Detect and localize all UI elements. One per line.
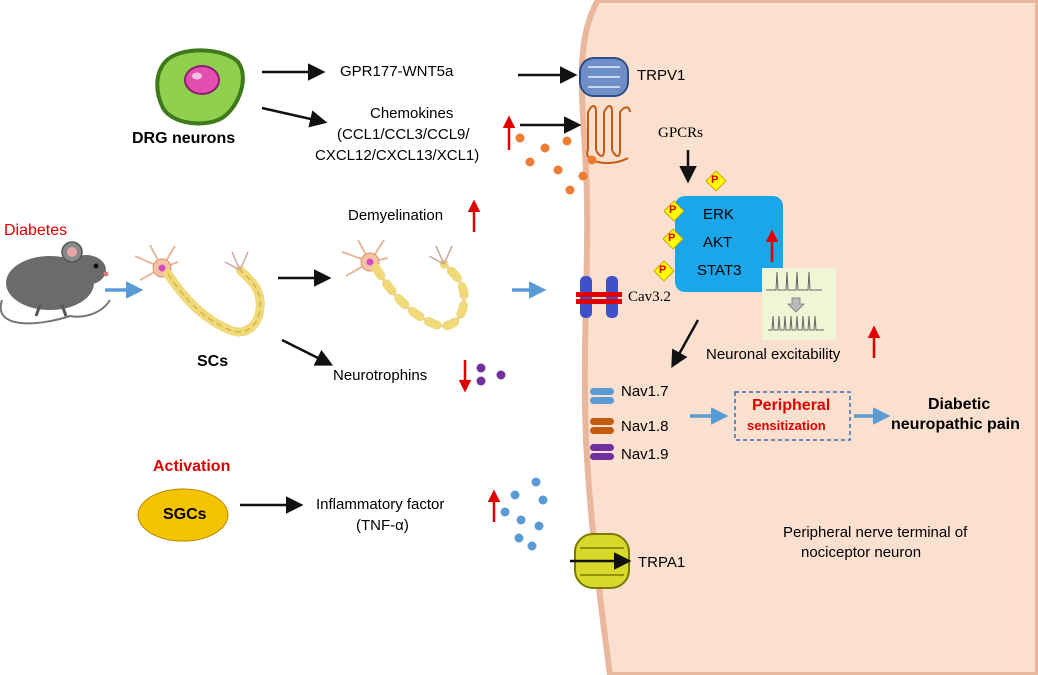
dnp-line2-label: neuropathic pain bbox=[891, 416, 1020, 433]
sensitization-label: sensitization bbox=[747, 418, 826, 433]
terminal-line2-label: nociceptor neuron bbox=[801, 544, 922, 561]
inflammatory-line1-label: Inflammatory factor bbox=[316, 496, 445, 513]
dnp-line1-label: Diabetic bbox=[928, 396, 991, 413]
neurotrophin-dots bbox=[476, 363, 506, 386]
trpa1-label: TRPA1 bbox=[638, 554, 686, 571]
phospho-tag-3: P bbox=[668, 232, 676, 244]
demyelination-label: Demyelination bbox=[348, 207, 444, 224]
mouse-icon bbox=[0, 241, 111, 325]
action-potential-trace-icon bbox=[762, 268, 836, 340]
neuronal-excitability-label: Neuronal excitability bbox=[706, 346, 841, 363]
chemokines-line1-label: (CCL1/CCL3/CCL9/ bbox=[337, 126, 470, 143]
sgcs-ellipse bbox=[137, 488, 229, 542]
arrow-scs-neurotrophins bbox=[281, 338, 334, 366]
drg-cell-icon bbox=[155, 48, 245, 126]
nav19-label: Nav1.9 bbox=[621, 446, 669, 463]
inflammatory-line2-label: (TNF-α) bbox=[356, 517, 409, 534]
gpcrs-label: GPCRs bbox=[658, 125, 704, 141]
sensitization-box bbox=[734, 391, 851, 441]
kinase-box bbox=[675, 196, 783, 292]
scs-label: SCs bbox=[197, 353, 229, 370]
diabetes-label: Diabetes bbox=[4, 222, 68, 239]
erk-label: ERK bbox=[703, 206, 734, 223]
arrow-kinase-nav bbox=[671, 319, 700, 369]
cav32-channel-icon bbox=[576, 276, 622, 318]
drg-neurons-label: DRG neurons bbox=[132, 130, 236, 147]
sgcs-label: SGCs bbox=[163, 506, 207, 523]
akt-label: AKT bbox=[703, 234, 733, 251]
trpv1-label: TRPV1 bbox=[637, 67, 686, 84]
terminal-line1-label: Peripheral nerve terminal of bbox=[783, 524, 968, 541]
chemokines-line2-label: CXCL12/CXCL13/XCL1) bbox=[315, 147, 480, 164]
phospho-tag-1: P bbox=[711, 174, 719, 186]
nav17-channel-icon bbox=[590, 388, 614, 404]
schwann-neuron-icon bbox=[134, 244, 265, 337]
trpa1-channel-icon bbox=[570, 533, 632, 589]
arrow-drg-chemokines bbox=[261, 106, 328, 128]
demyelinated-neuron-icon bbox=[341, 239, 469, 331]
chemokine-dots bbox=[515, 133, 597, 195]
stat3-label: STAT3 bbox=[697, 262, 742, 279]
phospho-tag-4: P bbox=[659, 264, 667, 276]
tnf-dots bbox=[500, 477, 548, 551]
gpcr-icon bbox=[586, 105, 631, 165]
nav19-channel-icon bbox=[590, 444, 614, 460]
peripheral-label: Peripheral bbox=[752, 397, 831, 414]
chemokines-title-label: Chemokines bbox=[370, 105, 454, 122]
nav18-channel-icon bbox=[590, 418, 614, 434]
nav18-label: Nav1.8 bbox=[621, 418, 669, 435]
trpv1-channel-icon bbox=[579, 57, 629, 97]
neurotrophins-label: Neurotrophins bbox=[333, 367, 428, 384]
phospho-tag-2: P bbox=[669, 204, 677, 216]
gpr177-label: GPR177-WNT5a bbox=[340, 63, 454, 80]
phospho-tags bbox=[653, 170, 727, 282]
activation-label: Activation bbox=[153, 458, 231, 475]
cav32-label: Cav3.2 bbox=[628, 289, 671, 305]
nav17-label: Nav1.7 bbox=[621, 383, 669, 400]
